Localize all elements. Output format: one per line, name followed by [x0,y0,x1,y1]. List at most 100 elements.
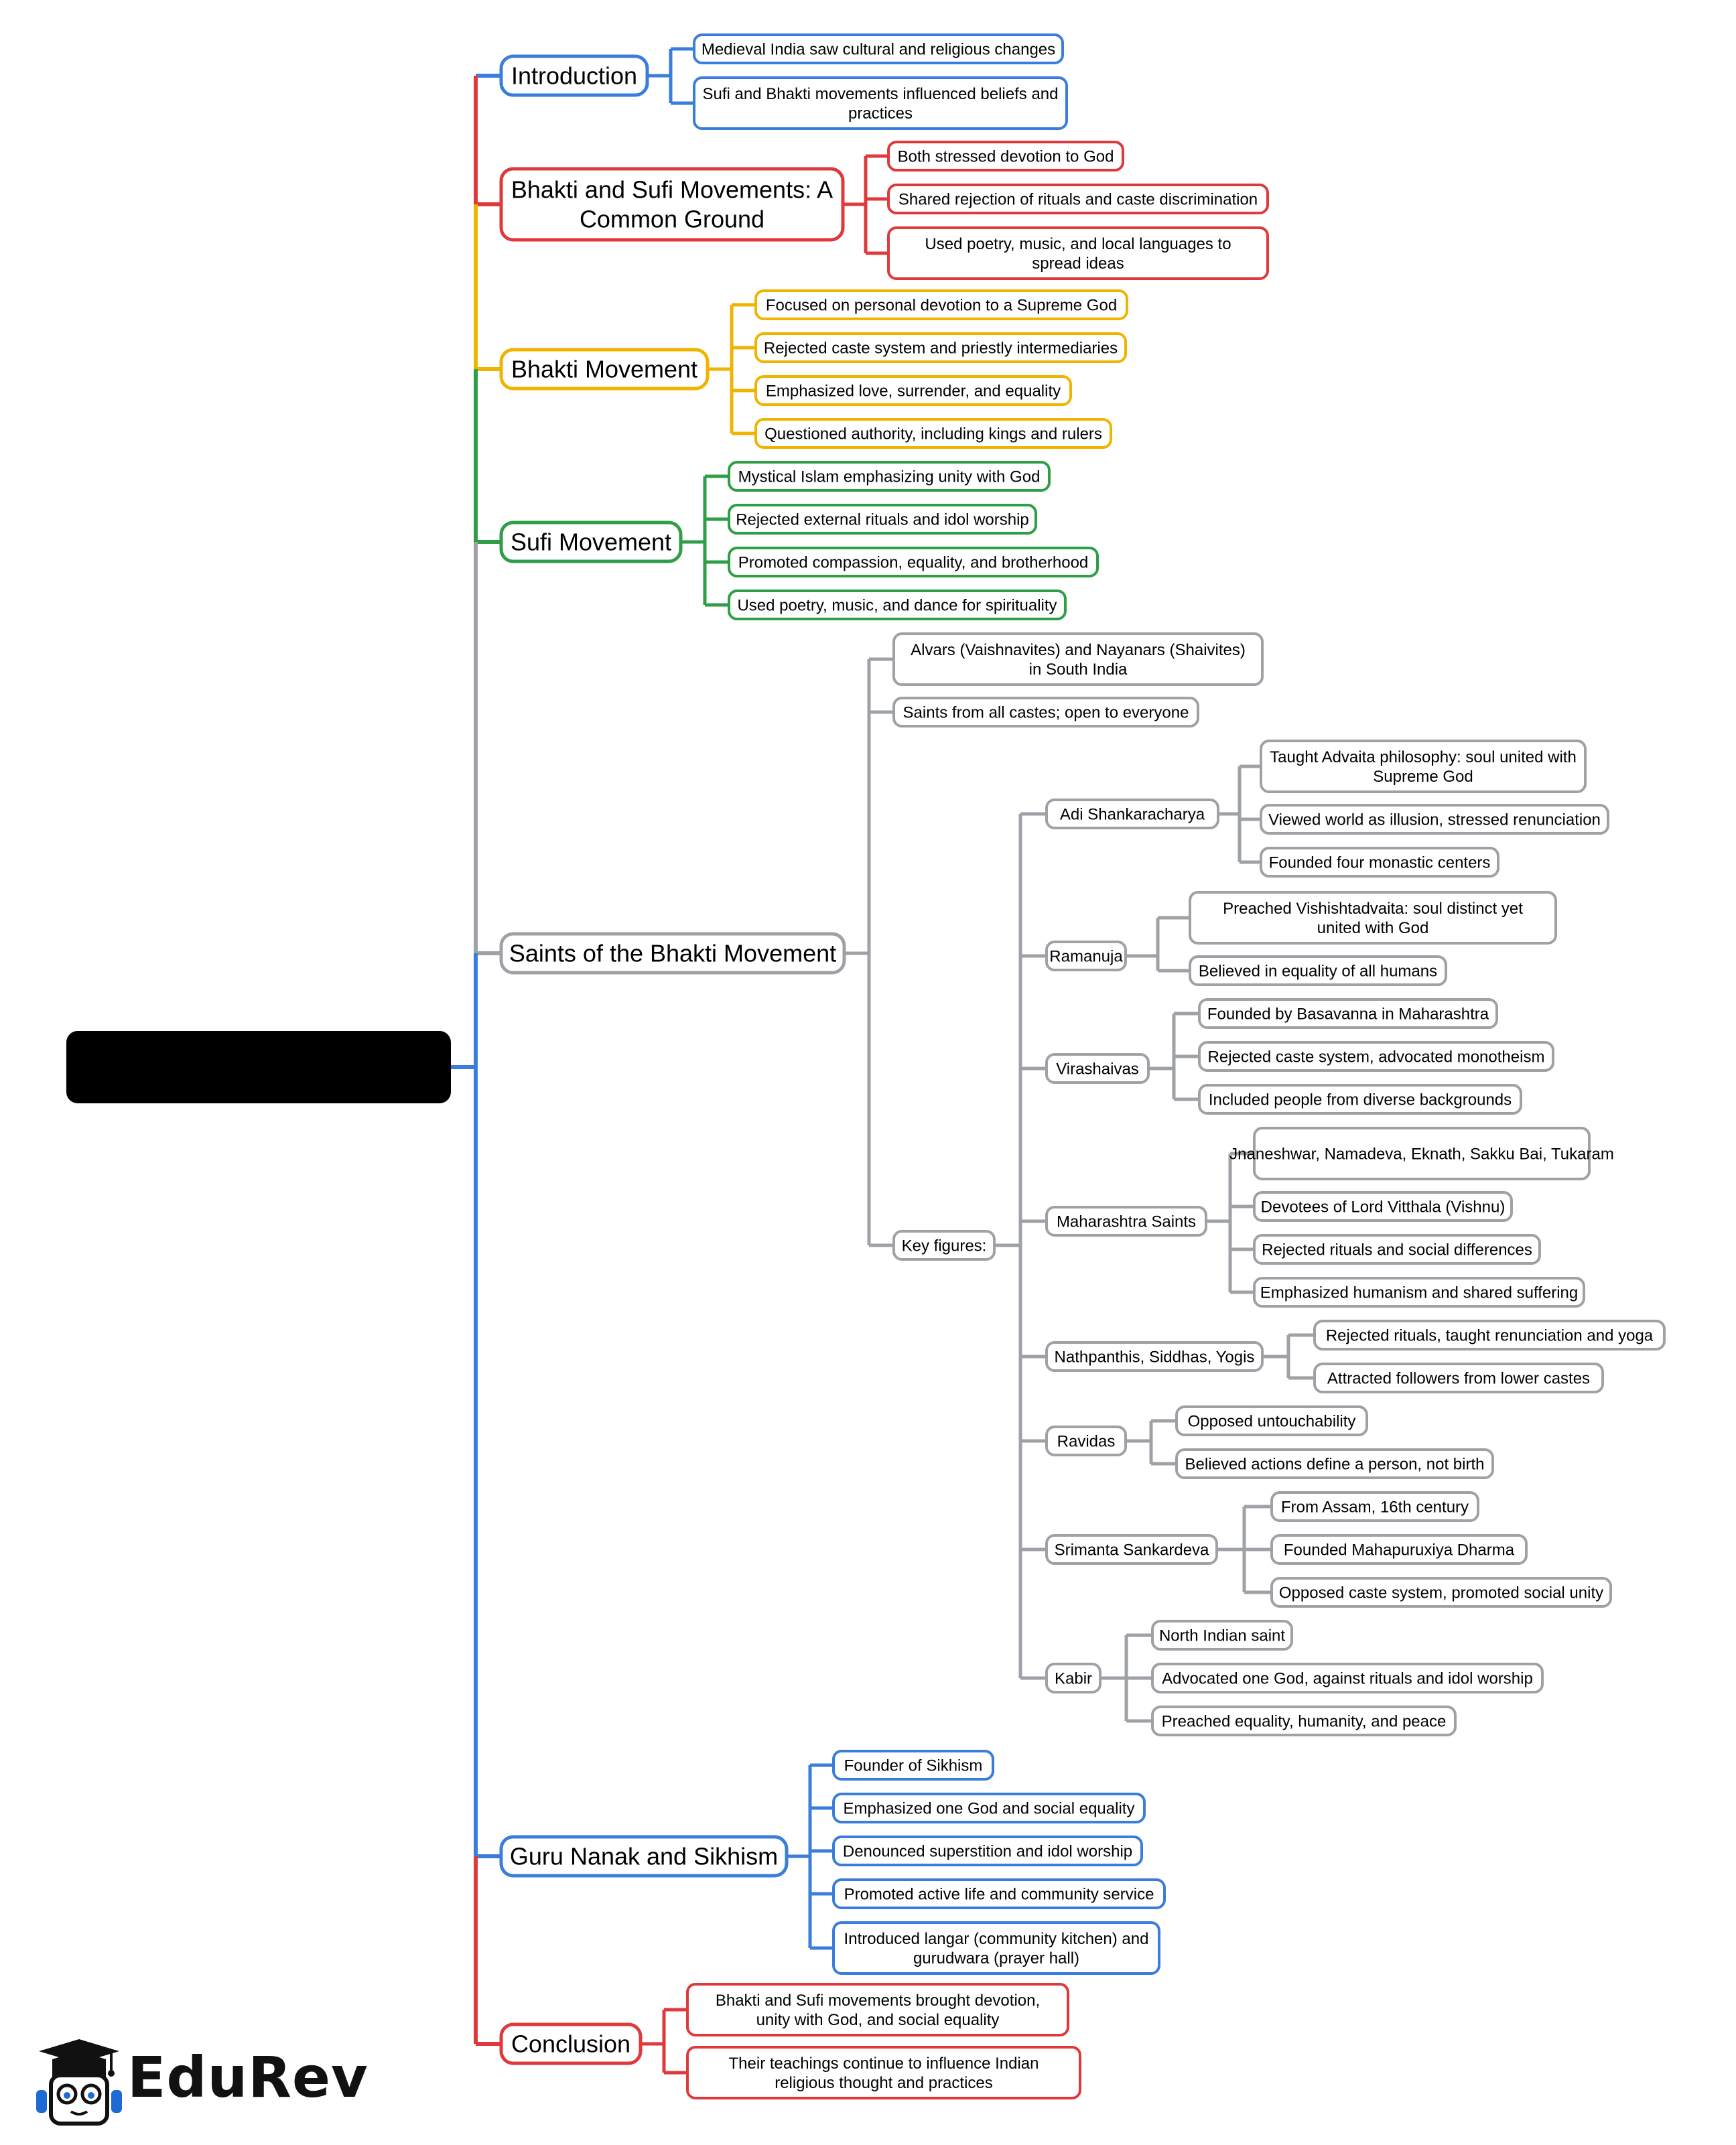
leaf-guru-nanak-1[interactable]: Emphasized one God and social equality [832,1793,1146,1823]
leaf-guru-nanak-0[interactable]: Founder of Sikhism [832,1750,994,1781]
key-figure-1[interactable]: Ramanuja [1045,941,1127,971]
key-figure-5[interactable]: Ravidas [1045,1426,1127,1456]
node-label: practices [848,105,913,123]
key-figure-6[interactable]: Srimanta Sankardeva [1045,1534,1218,1565]
node-label: Used poetry, music, and local languages … [925,235,1231,253]
node-label: Nathpanthis, Siddhas, Yogis [1055,1348,1255,1366]
leaf-introduction-0[interactable]: Medieval India saw cultural and religiou… [693,33,1064,64]
node-label: Advocated one God, against rituals and i… [1162,1669,1533,1687]
node-label: Shared rejection of rituals and caste di… [898,190,1258,208]
leaf-guru-nanak-4[interactable]: Introduced langar (community kitchen) an… [832,1921,1160,1975]
key-figure-0-fact-0[interactable]: Taught Advaita philosophy: soul united w… [1260,740,1587,793]
branch-sufi-movement[interactable]: Sufi Movement [499,521,683,563]
leaf-sufi-movement-2[interactable]: Promoted compassion, equality, and broth… [728,547,1099,577]
leaf-conclusion-0[interactable]: Bhakti and Sufi movements brought devoti… [686,1983,1069,2036]
node-label: Common Ground [580,206,764,233]
node-label: Questioned authority, including kings an… [764,425,1102,443]
leaf-bhakti-movement-2[interactable]: Emphasized love, surrender, and equality [754,375,1072,406]
leaf-guru-nanak-2[interactable]: Denounced superstition and idol worship [832,1836,1143,1866]
key-figure-6-fact-2[interactable]: Opposed caste system, promoted social un… [1270,1577,1612,1608]
leaf-saints-2[interactable]: Key figures: [892,1230,996,1261]
branch-conclusion[interactable]: Conclusion [499,2022,643,2065]
node-label: Bhakti Movement [511,356,697,383]
key-figure-2[interactable]: Virashaivas [1045,1053,1150,1084]
node-label: in South India [1029,661,1128,679]
branch-introduction[interactable]: Introduction [499,54,649,97]
node-label: Adi Shankaracharya [1060,805,1205,823]
node-label: Saints from all castes; open to everyone [903,703,1189,721]
node-label: Introduction [511,62,637,90]
node-label: Emphasized one God and social equality [844,1799,1135,1817]
key-figure-6-fact-1[interactable]: Founded Mahapuruxiya Dharma [1270,1534,1528,1565]
node-label: Movements [188,1069,328,1097]
key-figure-2-fact-1[interactable]: Rejected caste system, advocated monothe… [1198,1041,1554,1072]
node-label: Founded by Basavanna in Maharashtra [1207,1005,1489,1023]
node-label: Jnaneshwar, Namadeva, Eknath, Sakku Bai,… [1229,1145,1614,1163]
leaf-conclusion-1[interactable]: Their teachings continue to influence In… [686,2046,1081,2099]
leaf-guru-nanak-3[interactable]: Promoted active life and community servi… [832,1878,1166,1909]
node-label: Believed in equality of all humans [1199,962,1437,980]
key-figure-3-fact-0[interactable]: Jnaneshwar, Namadeva, Eknath, Sakku Bai,… [1229,1127,1614,1180]
key-figure-4-fact-0[interactable]: Rejected rituals, taught renunciation an… [1313,1320,1666,1351]
key-figure-3-fact-1[interactable]: Devotees of Lord Vitthala (Vishnu) [1253,1191,1513,1222]
leaf-common-ground-2[interactable]: Used poetry, music, and local languages … [887,226,1269,280]
node-label: Rejected external rituals and idol worsh… [736,510,1029,529]
node-label: Preached Vishishtadvaita: soul distinct … [1223,900,1523,918]
key-figure-6-fact-0[interactable]: From Assam, 16th century [1270,1491,1479,1522]
node-label: Believed actions define a person, not bi… [1185,1455,1485,1473]
leaf-introduction-1[interactable]: Sufi and Bhakti movements influenced bel… [693,76,1068,130]
key-figure-4-fact-1[interactable]: Attracted followers from lower castes [1313,1363,1604,1393]
node-label: Saints of the Bhakti Movement [509,940,836,967]
node-label: Religious Beliefs and Popular [79,1038,439,1066]
key-figure-1-fact-0[interactable]: Preached Vishishtadvaita: soul distinct … [1189,891,1557,945]
key-figure-7[interactable]: Kabir [1045,1663,1101,1693]
edurev-logo-icon [36,2039,122,2126]
key-figure-3-fact-3[interactable]: Emphasized humanism and shared suffering [1253,1277,1585,1308]
key-figure-3-fact-2[interactable]: Rejected rituals and social differences [1253,1234,1541,1265]
node-label: Bhakti and Sufi Movements: A [511,176,833,204]
key-figure-7-fact-2[interactable]: Preached equality, humanity, and peace [1151,1706,1457,1736]
key-figure-5-fact-0[interactable]: Opposed untouchability [1175,1405,1368,1436]
node-label: Virashaivas [1056,1060,1139,1078]
branch-saints[interactable]: Saints of the Bhakti Movement [499,932,846,975]
node-label: Viewed world as illusion, stressed renun… [1268,811,1601,829]
node-label: Guru Nanak and Sikhism [510,1843,778,1870]
leaf-saints-1[interactable]: Saints from all castes; open to everyone [892,697,1199,728]
node-label: Maharashtra Saints [1057,1213,1196,1231]
leaf-sufi-movement-0[interactable]: Mystical Islam emphasizing unity with Go… [728,461,1051,492]
key-figure-1-fact-1[interactable]: Believed in equality of all humans [1189,955,1447,986]
node-label: spread ideas [1032,255,1124,273]
key-figure-0[interactable]: Adi Shankaracharya [1045,799,1219,829]
node-label: Preached equality, humanity, and peace [1162,1712,1447,1730]
leaf-bhakti-movement-0[interactable]: Focused on personal devotion to a Suprem… [754,289,1128,320]
leaf-sufi-movement-1[interactable]: Rejected external rituals and idol worsh… [728,504,1037,535]
node-label: North Indian saint [1159,1627,1285,1645]
key-figure-5-fact-1[interactable]: Believed actions define a person, not bi… [1175,1448,1494,1479]
leaf-sufi-movement-3[interactable]: Used poetry, music, and dance for spirit… [728,590,1067,620]
leaf-common-ground-0[interactable]: Both stressed devotion to God [887,141,1124,171]
node-label: Founder of Sikhism [844,1756,983,1775]
key-figure-3[interactable]: Maharashtra Saints [1045,1206,1207,1237]
branch-bhakti-movement[interactable]: Bhakti Movement [499,348,710,391]
key-figure-7-fact-0[interactable]: North Indian saint [1151,1620,1293,1651]
key-figure-2-fact-2[interactable]: Included people from diverse backgrounds [1198,1084,1522,1115]
key-figure-2-fact-0[interactable]: Founded by Basavanna in Maharashtra [1198,998,1498,1029]
key-figure-0-fact-2[interactable]: Founded four monastic centers [1260,847,1499,878]
leaf-saints-0[interactable]: Alvars (Vaishnavites) and Nayanars (Shai… [892,632,1264,686]
leaf-bhakti-movement-1[interactable]: Rejected caste system and priestly inter… [754,332,1127,363]
leaf-common-ground-1[interactable]: Shared rejection of rituals and caste di… [887,184,1269,214]
key-figure-7-fact-1[interactable]: Advocated one God, against rituals and i… [1151,1663,1544,1693]
branch-guru-nanak[interactable]: Guru Nanak and Sikhism [499,1835,789,1878]
key-figure-0-fact-1[interactable]: Viewed world as illusion, stressed renun… [1260,804,1609,835]
node-label: Rejected caste system and priestly inter… [764,339,1118,357]
leaf-bhakti-movement-3[interactable]: Questioned authority, including kings an… [754,418,1112,449]
node-label: Both stressed devotion to God [898,147,1114,165]
node-label: Used poetry, music, and dance for spirit… [737,596,1057,614]
key-figure-4[interactable]: Nathpanthis, Siddhas, Yogis [1045,1341,1264,1372]
node-label: Supreme God [1373,768,1473,786]
node-label: Ravidas [1057,1432,1116,1450]
node-label: Emphasized love, surrender, and equality [766,382,1061,400]
